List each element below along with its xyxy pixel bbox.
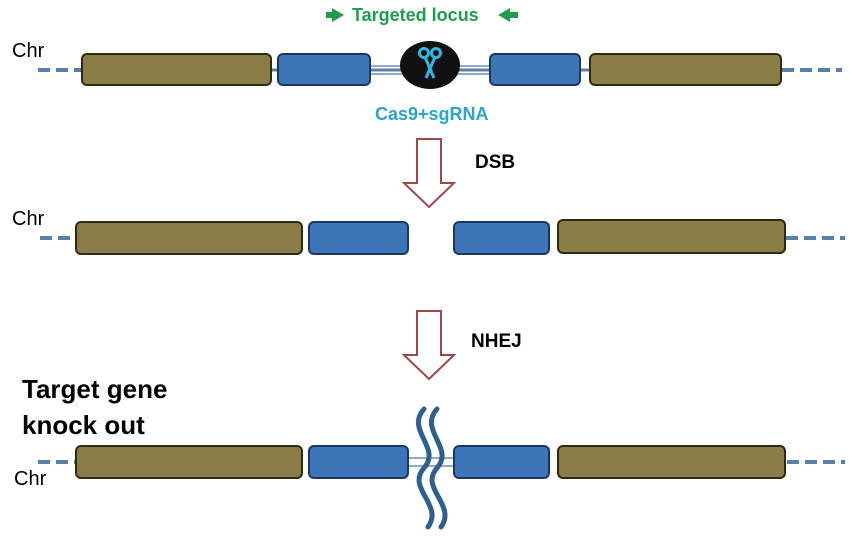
chr-label: Chr (12, 208, 45, 230)
exon-outer-right (589, 53, 782, 86)
exon-inner-right (489, 53, 581, 86)
chromosome-row-2 (40, 219, 845, 255)
green-arrow-right-icon (326, 8, 344, 22)
break-squiggle-icon (415, 406, 448, 530)
chromosome-row-1 (38, 41, 842, 89)
targeted-locus-label: Targeted locus (352, 5, 479, 25)
exon-outer-left (81, 53, 272, 86)
exon-inner-right (453, 221, 550, 255)
exon-inner-right (453, 445, 550, 479)
result-label-line2: knock out (22, 410, 145, 440)
exon-outer-right (557, 445, 786, 479)
down-arrow-icon (401, 310, 457, 381)
chr-label: Chr (14, 468, 47, 490)
exon-outer-right (557, 219, 786, 254)
exon-inner-left (308, 445, 409, 479)
nhej-label: NHEJ (471, 331, 522, 352)
dsb-label: DSB (475, 152, 516, 173)
chromosome-row-3 (38, 406, 845, 530)
exon-outer-left (75, 221, 303, 255)
exon-inner-left (277, 53, 371, 86)
scissors-icon (418, 47, 442, 79)
cas9-complex (400, 41, 460, 89)
cas9-label: Cas9+sgRNA (375, 104, 489, 124)
green-arrow-left-icon (498, 8, 518, 22)
exon-outer-left (75, 445, 303, 479)
down-arrow-icon (401, 138, 457, 209)
exon-inner-left (308, 221, 409, 255)
result-label-line1: Target gene (22, 374, 168, 404)
chr-label: Chr (12, 40, 45, 62)
